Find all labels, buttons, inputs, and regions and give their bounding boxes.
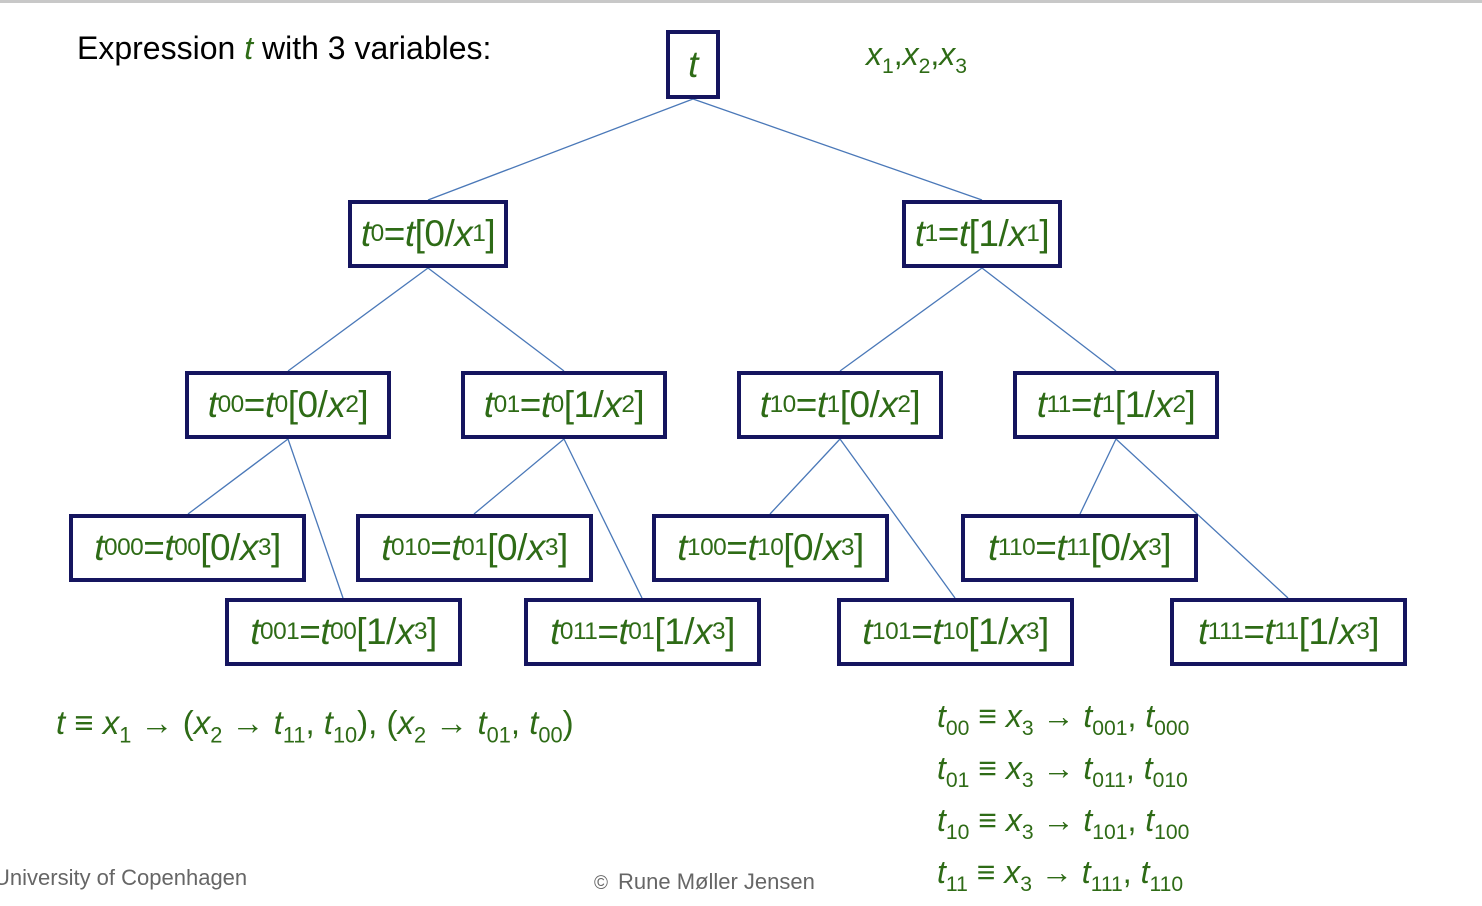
tree-edge xyxy=(692,98,983,201)
tree-edge xyxy=(287,438,344,599)
tree-edge xyxy=(427,267,565,372)
tree-edge xyxy=(427,98,694,201)
tree-edge xyxy=(1079,438,1117,515)
copyright-icon: © xyxy=(594,873,608,894)
footer-institution: University of Copenhagen xyxy=(0,865,248,890)
tree-edge xyxy=(473,438,565,515)
cofactor-formula: t11 ≡ x3 → t111, t110 xyxy=(937,854,1184,897)
footer-author: Rune Møller Jensen xyxy=(618,869,815,894)
tree-edge xyxy=(187,438,289,515)
top-rule xyxy=(0,0,1482,3)
node-label: t xyxy=(688,43,698,85)
variable-list: x1,x2,x3 xyxy=(866,36,968,79)
tree-node-t: t xyxy=(666,30,720,99)
tree-edge xyxy=(1115,438,1289,599)
tree-edge xyxy=(287,267,429,372)
cofactor-formula: t01 ≡ x3 → t011, t010 xyxy=(937,750,1188,793)
footer-copyright: © Rune Møller Jensen xyxy=(594,869,815,895)
slide-title: Expression t with 3 variables: xyxy=(77,30,492,66)
tree-edge xyxy=(839,438,956,599)
tree-edge xyxy=(769,438,841,515)
cofactor-formula: t10 ≡ x3 → t101, t100 xyxy=(937,802,1190,845)
tree-edge xyxy=(839,267,983,372)
shannon-expansion-formula: t ≡ x1 → (x2 → t11, t10), (x2 → t01, t00… xyxy=(56,704,574,748)
tree-edge xyxy=(563,438,643,599)
tree-edge xyxy=(981,267,1117,372)
cofactor-formula: t00 ≡ x3 → t001, t000 xyxy=(937,698,1190,741)
